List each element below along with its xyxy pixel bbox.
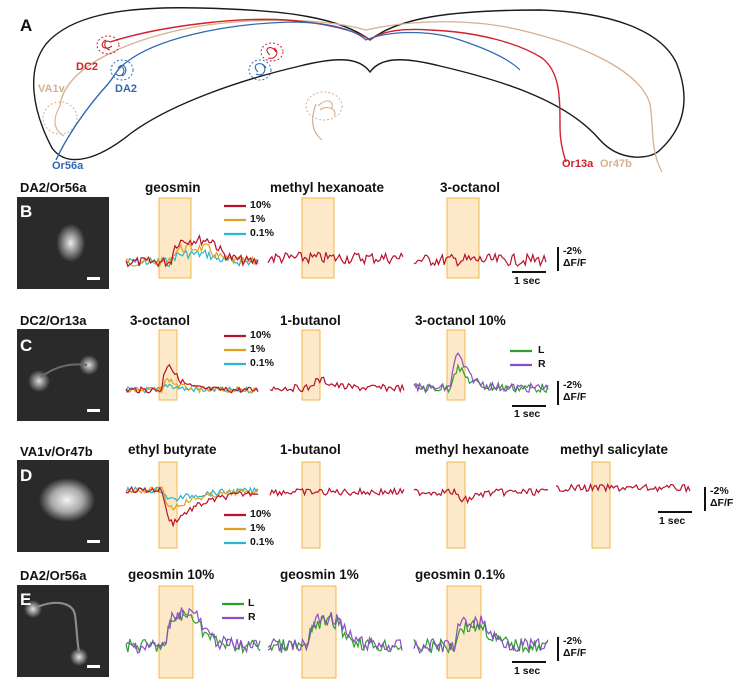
micro-scalebar: [87, 665, 100, 668]
label-or13a: Or13a: [562, 158, 594, 170]
scale-time-d: 1 sec: [659, 515, 686, 527]
legend-c-01: 0.1%: [250, 357, 274, 369]
trace-title-b3: 3-octanol: [440, 180, 501, 195]
label-da2: DA2: [115, 83, 138, 95]
micro-scalebar: [87, 409, 100, 412]
trace-title-d2: 1-butanol: [280, 442, 341, 457]
scale-amp-d: -2%: [710, 485, 729, 497]
trace-d-1-butanol: [269, 486, 405, 497]
micrograph-b: [17, 197, 109, 289]
legend-d-1: 1%: [250, 522, 266, 534]
legend-c-l: L: [538, 344, 545, 356]
row-label-c: DC2/Or13a: [20, 313, 87, 328]
scale-unit-c: ΔF/F: [563, 391, 587, 403]
scale-unit-d: ΔF/F: [710, 497, 734, 509]
label-va1v: VA1v: [38, 83, 65, 95]
legend-c-1: 1%: [250, 343, 266, 355]
row-label-b: DA2/Or56a: [20, 180, 87, 195]
micrograph-c: [17, 329, 109, 421]
trace-d-ethyl-butyrate-10: [125, 485, 259, 528]
panel-letter-e: E: [20, 590, 32, 609]
panel-letter-c: C: [20, 336, 33, 355]
trace-title-d3: methyl hexanoate: [415, 442, 530, 457]
trace-e-3-left: [413, 619, 549, 655]
scale-unit-e: ΔF/F: [563, 647, 587, 659]
legend-e-l: L: [248, 597, 255, 609]
trace-title-d4: methyl salicylate: [560, 442, 669, 457]
trace-c-1-butanol: [269, 376, 405, 394]
trace-title-c2: 1-butanol: [280, 313, 341, 328]
trace-e-2-right: [267, 612, 403, 653]
legend-b-01: 0.1%: [250, 227, 274, 239]
label-or47b: Or47b: [600, 158, 632, 170]
micro-scalebar: [87, 277, 100, 280]
legend-d-10: 10%: [250, 508, 272, 520]
trace-title-d1: ethyl butyrate: [128, 442, 217, 457]
legend-b-10: 10%: [250, 199, 272, 211]
trace-d-methyl-hexanoate: [413, 487, 549, 505]
legend-e-r: R: [248, 611, 256, 623]
trace-d-methyl-salicylate: [555, 482, 691, 494]
scale-unit-b: ΔF/F: [563, 257, 587, 269]
trace-title-c3: 3-octanol 10%: [415, 313, 506, 328]
trace-e-3-right: [413, 615, 549, 655]
scale-time-e: 1 sec: [514, 665, 541, 677]
panel-letter-b: B: [20, 202, 33, 221]
row-label-e: DA2/Or56a: [20, 568, 87, 583]
panel-letter-d: D: [20, 466, 33, 485]
trace-b-methyl-hexanoate: [267, 251, 404, 266]
trace-title-b2: methyl hexanoate: [270, 180, 385, 195]
trace-b-geosmin-01: [125, 248, 259, 267]
trace-e-1-right: [125, 607, 261, 654]
trace-c-3-octanol-10: [125, 363, 259, 394]
trace-b-geosmin-10: [125, 233, 259, 268]
legend-d-01: 0.1%: [250, 536, 274, 548]
scale-time-c: 1 sec: [514, 408, 541, 420]
trace-title-e1: geosmin 10%: [128, 567, 215, 582]
legend-b-1: 1%: [250, 213, 266, 225]
scale-amp-b: -2%: [563, 245, 582, 257]
scale-amp-e: -2%: [563, 635, 582, 647]
trace-title-c1: 3-octanol: [130, 313, 191, 328]
trace-b-3-octanol: [413, 251, 547, 268]
trace-c-right: [413, 352, 549, 394]
scale-amp-c: -2%: [563, 379, 582, 391]
panel-letter-a: A: [20, 16, 33, 35]
scale-time-b: 1 sec: [514, 275, 541, 287]
legend-c-r: R: [538, 358, 546, 370]
legend-c-10: 10%: [250, 329, 272, 341]
row-label-d: VA1v/Or47b: [20, 444, 93, 459]
micrograph-e: [17, 585, 109, 677]
label-dc2: DC2: [76, 61, 99, 73]
trace-title-e2: geosmin 1%: [280, 567, 359, 582]
micrograph-d: [17, 460, 109, 552]
label-or56a: Or56a: [52, 160, 84, 172]
trace-title-b1: geosmin: [145, 180, 201, 195]
micro-scalebar: [87, 540, 100, 543]
trace-title-e3: geosmin 0.1%: [415, 567, 506, 582]
